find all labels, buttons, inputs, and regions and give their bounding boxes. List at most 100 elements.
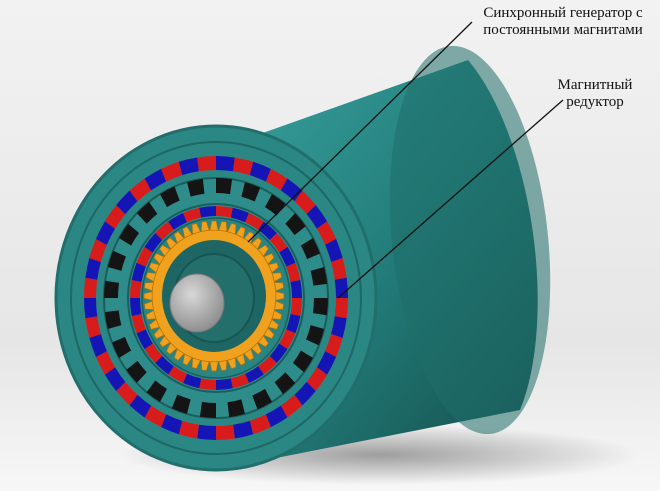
front-face-groove — [70, 141, 362, 455]
generator-label-line1: Синхронный генератор с — [483, 5, 643, 21]
inner-magnet-segment — [279, 329, 296, 350]
gear-tooth — [209, 361, 219, 372]
inner-magnet-segment — [131, 313, 146, 334]
shaft — [169, 273, 225, 333]
outer-magnet-segment — [89, 239, 107, 262]
inner-magnet-segment — [130, 280, 142, 298]
inner-magnet-segment — [279, 246, 296, 267]
inner-magnet-segment — [144, 232, 163, 253]
pole-piece — [292, 350, 313, 373]
outer-magnet-segment — [331, 316, 347, 339]
outer-magnet-segment — [161, 161, 183, 182]
gear-tooth — [268, 262, 279, 273]
outer-magnet-segment — [280, 178, 303, 202]
pole-piece — [104, 310, 122, 330]
gear-tooth — [268, 319, 279, 330]
gear-tooth — [153, 327, 165, 339]
gear-tooth — [251, 237, 262, 250]
housing-back-end — [389, 45, 551, 435]
gear-tooth — [209, 220, 219, 231]
gear-tooth — [257, 335, 269, 348]
inner-magnet-segment — [183, 207, 202, 223]
outer-magnet-segment — [144, 168, 167, 191]
outer-magnet-segment — [316, 351, 337, 375]
outer-magnet-segment — [233, 420, 254, 439]
gear-tooth — [182, 353, 193, 366]
reducer-label-line1: Магнитный — [557, 77, 633, 93]
inner-magnet-segment — [136, 329, 153, 350]
outer-magnet-segment — [216, 424, 235, 440]
outer-magnet-segment — [233, 157, 254, 176]
inner-magnet-segment — [131, 262, 146, 283]
inner-magnet-segment — [258, 221, 277, 241]
inner-magnet-segment — [136, 246, 153, 267]
inner-magnet-segment — [286, 262, 301, 283]
inner-magnet-segment — [286, 313, 301, 334]
inner-magnet-segment — [168, 366, 187, 383]
pole-piece — [104, 280, 120, 298]
inner-magnet-segment — [230, 207, 249, 223]
outer-magnet-segment — [85, 316, 101, 339]
gear-tooth — [274, 282, 284, 292]
pole-piece — [199, 401, 216, 418]
gear-tooth — [227, 223, 237, 235]
gear-tooth — [191, 223, 201, 235]
outer-magnet-segment — [325, 334, 343, 357]
pole-piece — [310, 266, 328, 286]
inner-magnet-segment — [144, 343, 163, 364]
outer-magnet-segment — [325, 239, 343, 262]
outer-magnet-segment — [84, 298, 98, 319]
outer-magnet-segment — [306, 367, 328, 391]
reducer-label-line2: редуктор — [566, 94, 624, 110]
outer-magnet-segment — [306, 205, 328, 229]
reducer-leader-line — [337, 99, 564, 299]
outer-magnet-segment — [294, 381, 316, 406]
inner-magnet-segment — [230, 373, 249, 389]
inner-magnet-segment — [168, 213, 187, 230]
outer-magnet-segment — [216, 156, 235, 172]
inner-magnet-segment — [269, 232, 288, 253]
gear-tooth — [145, 272, 157, 282]
outer-magnet-segment — [197, 156, 216, 172]
gear-tooth — [173, 231, 185, 244]
inner-magnet-segment — [155, 221, 174, 241]
pole-piece — [306, 325, 325, 346]
gear-tooth — [235, 353, 246, 366]
gear-tooth — [271, 310, 283, 320]
outer-magnet-segment — [249, 161, 271, 182]
inner-magnet-segment — [216, 206, 233, 218]
pole-piece — [111, 336, 132, 358]
gear-tooth — [166, 342, 177, 355]
gear-tooth — [227, 357, 237, 369]
pole-piece — [160, 186, 180, 208]
outer-magnet-segment — [104, 205, 126, 229]
outer-magnet-ring — [84, 156, 348, 440]
pole-piece — [136, 201, 158, 224]
pole-piece — [312, 298, 328, 316]
gear-tooth — [166, 237, 177, 250]
outer-magnet-segment — [116, 381, 138, 406]
gear-tooth — [153, 253, 165, 265]
reducer-label: Магнитный редуктор — [540, 77, 650, 111]
generator-label: Синхронный генератор с постоянными магни… — [468, 5, 658, 39]
outer-magnet-segment — [316, 221, 337, 245]
inner-magnet-segment — [290, 298, 302, 316]
gear-tooth — [263, 327, 275, 339]
inner-magnet-segment — [155, 355, 174, 375]
outer-magnet-segment — [129, 178, 152, 202]
gear-tooth — [200, 360, 210, 371]
inner-magnet-ring — [130, 206, 302, 390]
pole-piece — [107, 250, 126, 271]
outer-magnet-segment — [95, 221, 116, 245]
gear-tooth — [182, 226, 193, 239]
outer-magnet-segment — [265, 405, 288, 428]
gear-tooth — [191, 357, 201, 369]
gear-tooth — [149, 319, 160, 330]
gear-tooth — [218, 360, 228, 371]
gear-tooth — [173, 348, 185, 361]
outer-magnet-segment — [116, 190, 138, 215]
gear-tooth — [235, 226, 246, 239]
gear-tooth — [145, 310, 157, 320]
pole-piece — [126, 360, 147, 383]
gear-tooth — [263, 253, 275, 265]
